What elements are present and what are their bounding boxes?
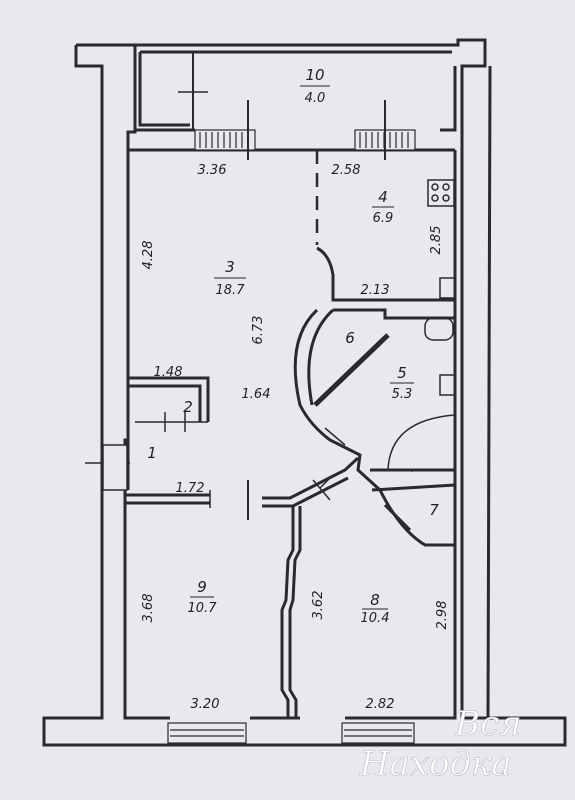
bathroom-walls (293, 246, 456, 547)
toilet-icon (439, 374, 456, 396)
dim-1-64: 1.64 (242, 387, 271, 402)
room-8-area: 10.4 (361, 611, 390, 626)
dim-4-28: 4.28 (141, 241, 156, 270)
outer-walls (42, 38, 567, 747)
dim-2-85: 2.85 (429, 226, 444, 255)
room-1-number: 1 (147, 444, 157, 462)
door-tick-8 (312, 479, 331, 501)
dim-2-58: 2.58 (332, 163, 361, 178)
door-tick-5 (324, 427, 346, 446)
watermark-logo: Вся Находка (359, 704, 522, 785)
dim-1-48: 1.48 (154, 365, 183, 380)
sink-icon (424, 317, 454, 341)
door-6 (313, 333, 390, 407)
room-3-area: 18.7 (216, 283, 246, 298)
room-6-number: 6 (345, 329, 355, 347)
shower-arc (387, 414, 456, 471)
watermark-line1: Вся (454, 704, 522, 744)
window-bottom-right (341, 722, 415, 744)
dim-3-36: 3.36 (198, 163, 227, 178)
room-7-number: 7 (429, 501, 439, 519)
dim-6-73: 6.73 (251, 316, 266, 345)
window-top-left (194, 129, 256, 151)
room-9-area: 10.7 (188, 601, 218, 616)
watermark-line2: Находка (359, 744, 512, 784)
door-7 (383, 503, 412, 532)
room-9-number: 9 (197, 578, 207, 596)
room-3-number: 3 (225, 258, 235, 276)
room-5-area: 5.3 (392, 387, 413, 402)
entrance-opening (102, 444, 128, 491)
dim-3-20: 3.20 (191, 697, 220, 712)
room-8-number: 8 (370, 591, 380, 609)
dim-1-72: 1.72 (176, 481, 205, 496)
room-10-area: 4.0 (305, 91, 326, 106)
dim-3-62: 3.62 (311, 591, 326, 620)
room-4-number: 4 (378, 188, 388, 206)
bedroom-walls (125, 456, 360, 718)
closet-2-walls (128, 376, 210, 422)
room-10-number: 10 (305, 66, 324, 84)
dim-3-68: 3.68 (141, 594, 156, 623)
dim-2-13: 2.13 (361, 283, 390, 298)
room-5-number: 5 (397, 364, 407, 382)
stove-icon (427, 179, 455, 207)
room-4-area: 6.9 (373, 211, 394, 226)
room-2-number: 2 (183, 398, 193, 416)
window-bottom-left (167, 722, 247, 744)
dim-2-98: 2.98 (435, 601, 450, 630)
dim-2-82: 2.82 (366, 697, 395, 712)
kitchen-sink-icon (439, 277, 456, 299)
